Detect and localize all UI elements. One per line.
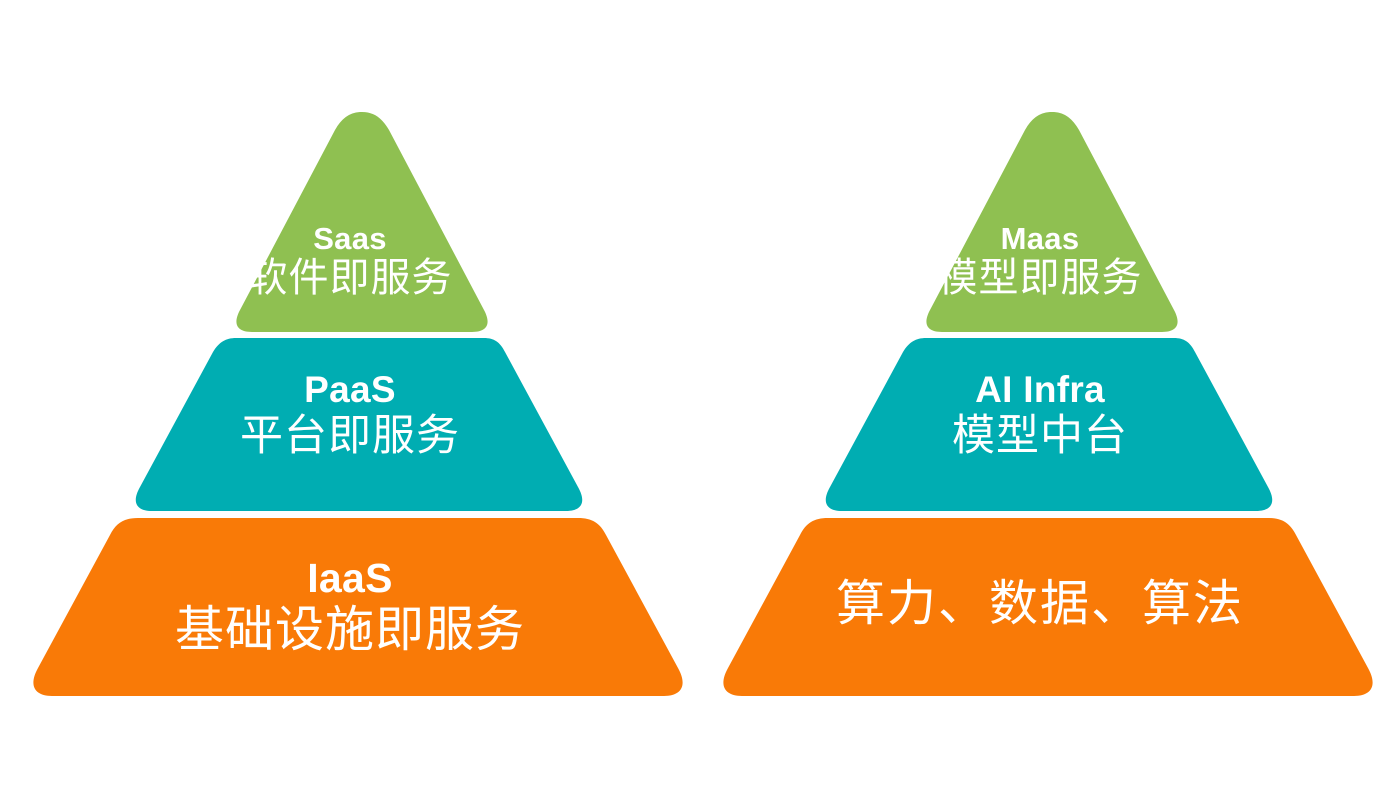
layer-shape-compute-data-algo	[723, 518, 1373, 696]
pyramid-ai-stack: Maas 模型即服务 AI Infra 模型中台 算力、数据、算法	[690, 0, 1390, 788]
layer-shape-saas	[236, 112, 488, 332]
layer-shape-maas	[926, 112, 1178, 332]
pyramid-cloud-stack: Saas 软件即服务 PaaS 平台即服务 IaaS 基础设施即服务	[33, 112, 683, 696]
layer-shape-iaas	[33, 518, 683, 696]
layer-shape-ai-infra	[825, 338, 1273, 511]
layer-shape-paas	[135, 338, 583, 511]
